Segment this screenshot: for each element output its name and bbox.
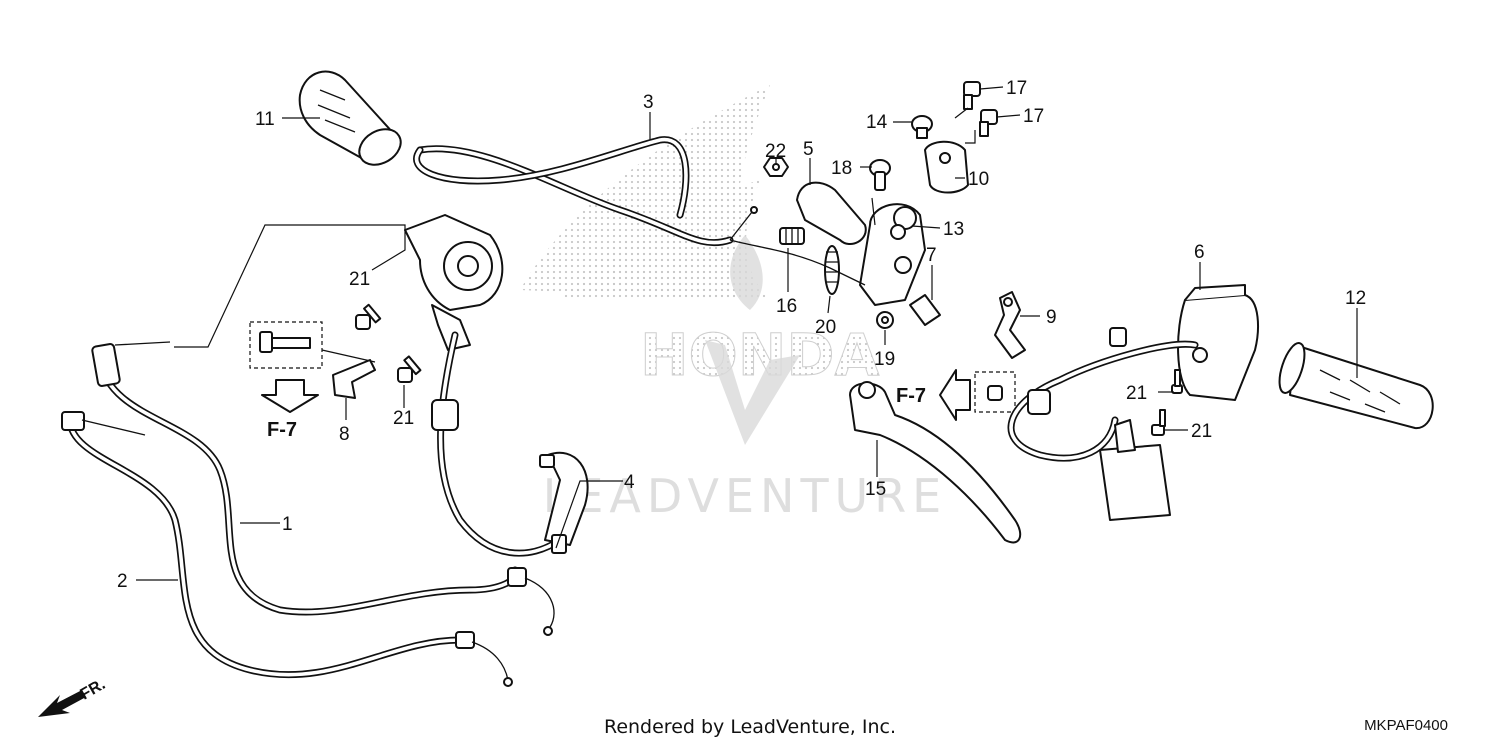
ref-arrow-right: F-7 [896,369,971,421]
leader-lines [136,86,1358,581]
callout-21-d: 21 [1191,421,1212,442]
callout-16: 16 [776,296,797,317]
ref-arrow-left: F-7 [261,379,319,441]
lever-cover-5 [796,181,867,245]
leadventure-watermark: LEADVENTURE [543,235,948,523]
bracket-9 [974,291,1026,413]
ref-left-label: F-7 [267,419,297,441]
footer-credit: Rendered by LeadVenture, Inc. [603,716,897,738]
callout-11: 11 [255,109,275,130]
callout-5: 5 [803,139,814,160]
front-label: FR. [78,676,109,704]
callout-17-b: 17 [1023,106,1044,127]
watermark-brand: HONDA [640,321,880,389]
callout-8: 8 [339,424,350,445]
watermark-vendor: LEADVENTURE [543,469,948,523]
cable-end [729,239,866,286]
callout-12: 12 [1345,288,1366,309]
harness-4 [431,331,589,557]
callout-10: 10 [968,169,989,190]
right-harness [1007,327,1199,521]
callout-21-c: 21 [1126,383,1147,404]
callout-18: 18 [831,158,852,179]
bolt-17-a [963,81,981,110]
bolt-17-b [979,109,998,137]
adjuster-16 [779,227,805,245]
lever-15 [849,381,1022,544]
front-direction-arrow: FR. [38,676,108,717]
clamp-10 [924,140,969,194]
throttle-cables [61,341,555,687]
bolt-21-d [1151,409,1166,436]
callout-2: 2 [117,571,128,592]
bolt-21-a [355,303,382,330]
pin-7 [909,294,941,326]
right-switch-6 [1177,284,1259,401]
diagram-code: MKPAF0400 [1364,717,1448,734]
callout-17-a: 17 [1006,78,1027,99]
callout-19: 19 [874,349,895,370]
bracket-8 [249,321,376,399]
callout-15: 15 [865,479,886,500]
honda-wing-watermark: HONDA [520,85,880,390]
callout-7: 7 [926,245,937,266]
callout-1: 1 [282,514,293,535]
throttle-housing [404,214,504,351]
nut-22 [763,157,789,177]
bolt-21-b [397,355,422,383]
callout-4: 4 [624,472,635,493]
callout-labels: 1 2 3 4 5 6 7 8 9 10 11 12 13 14 15 16 1… [117,78,1366,592]
nut-19 [876,311,894,329]
callout-21-a: 21 [349,269,370,290]
left-grip [298,70,402,166]
callout-3: 3 [643,92,654,113]
gear-20 [824,245,840,295]
cable-3 [413,136,758,247]
right-grip [1278,342,1434,430]
screw-14 [911,115,933,139]
callout-20: 20 [815,317,836,338]
callout-22: 22 [765,141,786,162]
callout-9: 9 [1046,307,1057,328]
ref-right-label: F-7 [896,385,926,407]
master-bracket-13 [859,203,926,306]
bolt-21-c [1171,369,1183,394]
callout-21-b: 21 [393,408,414,429]
callout-14: 14 [866,112,888,133]
callout-13: 13 [943,219,964,240]
callout-6: 6 [1194,242,1205,263]
screw-18 [869,159,891,191]
